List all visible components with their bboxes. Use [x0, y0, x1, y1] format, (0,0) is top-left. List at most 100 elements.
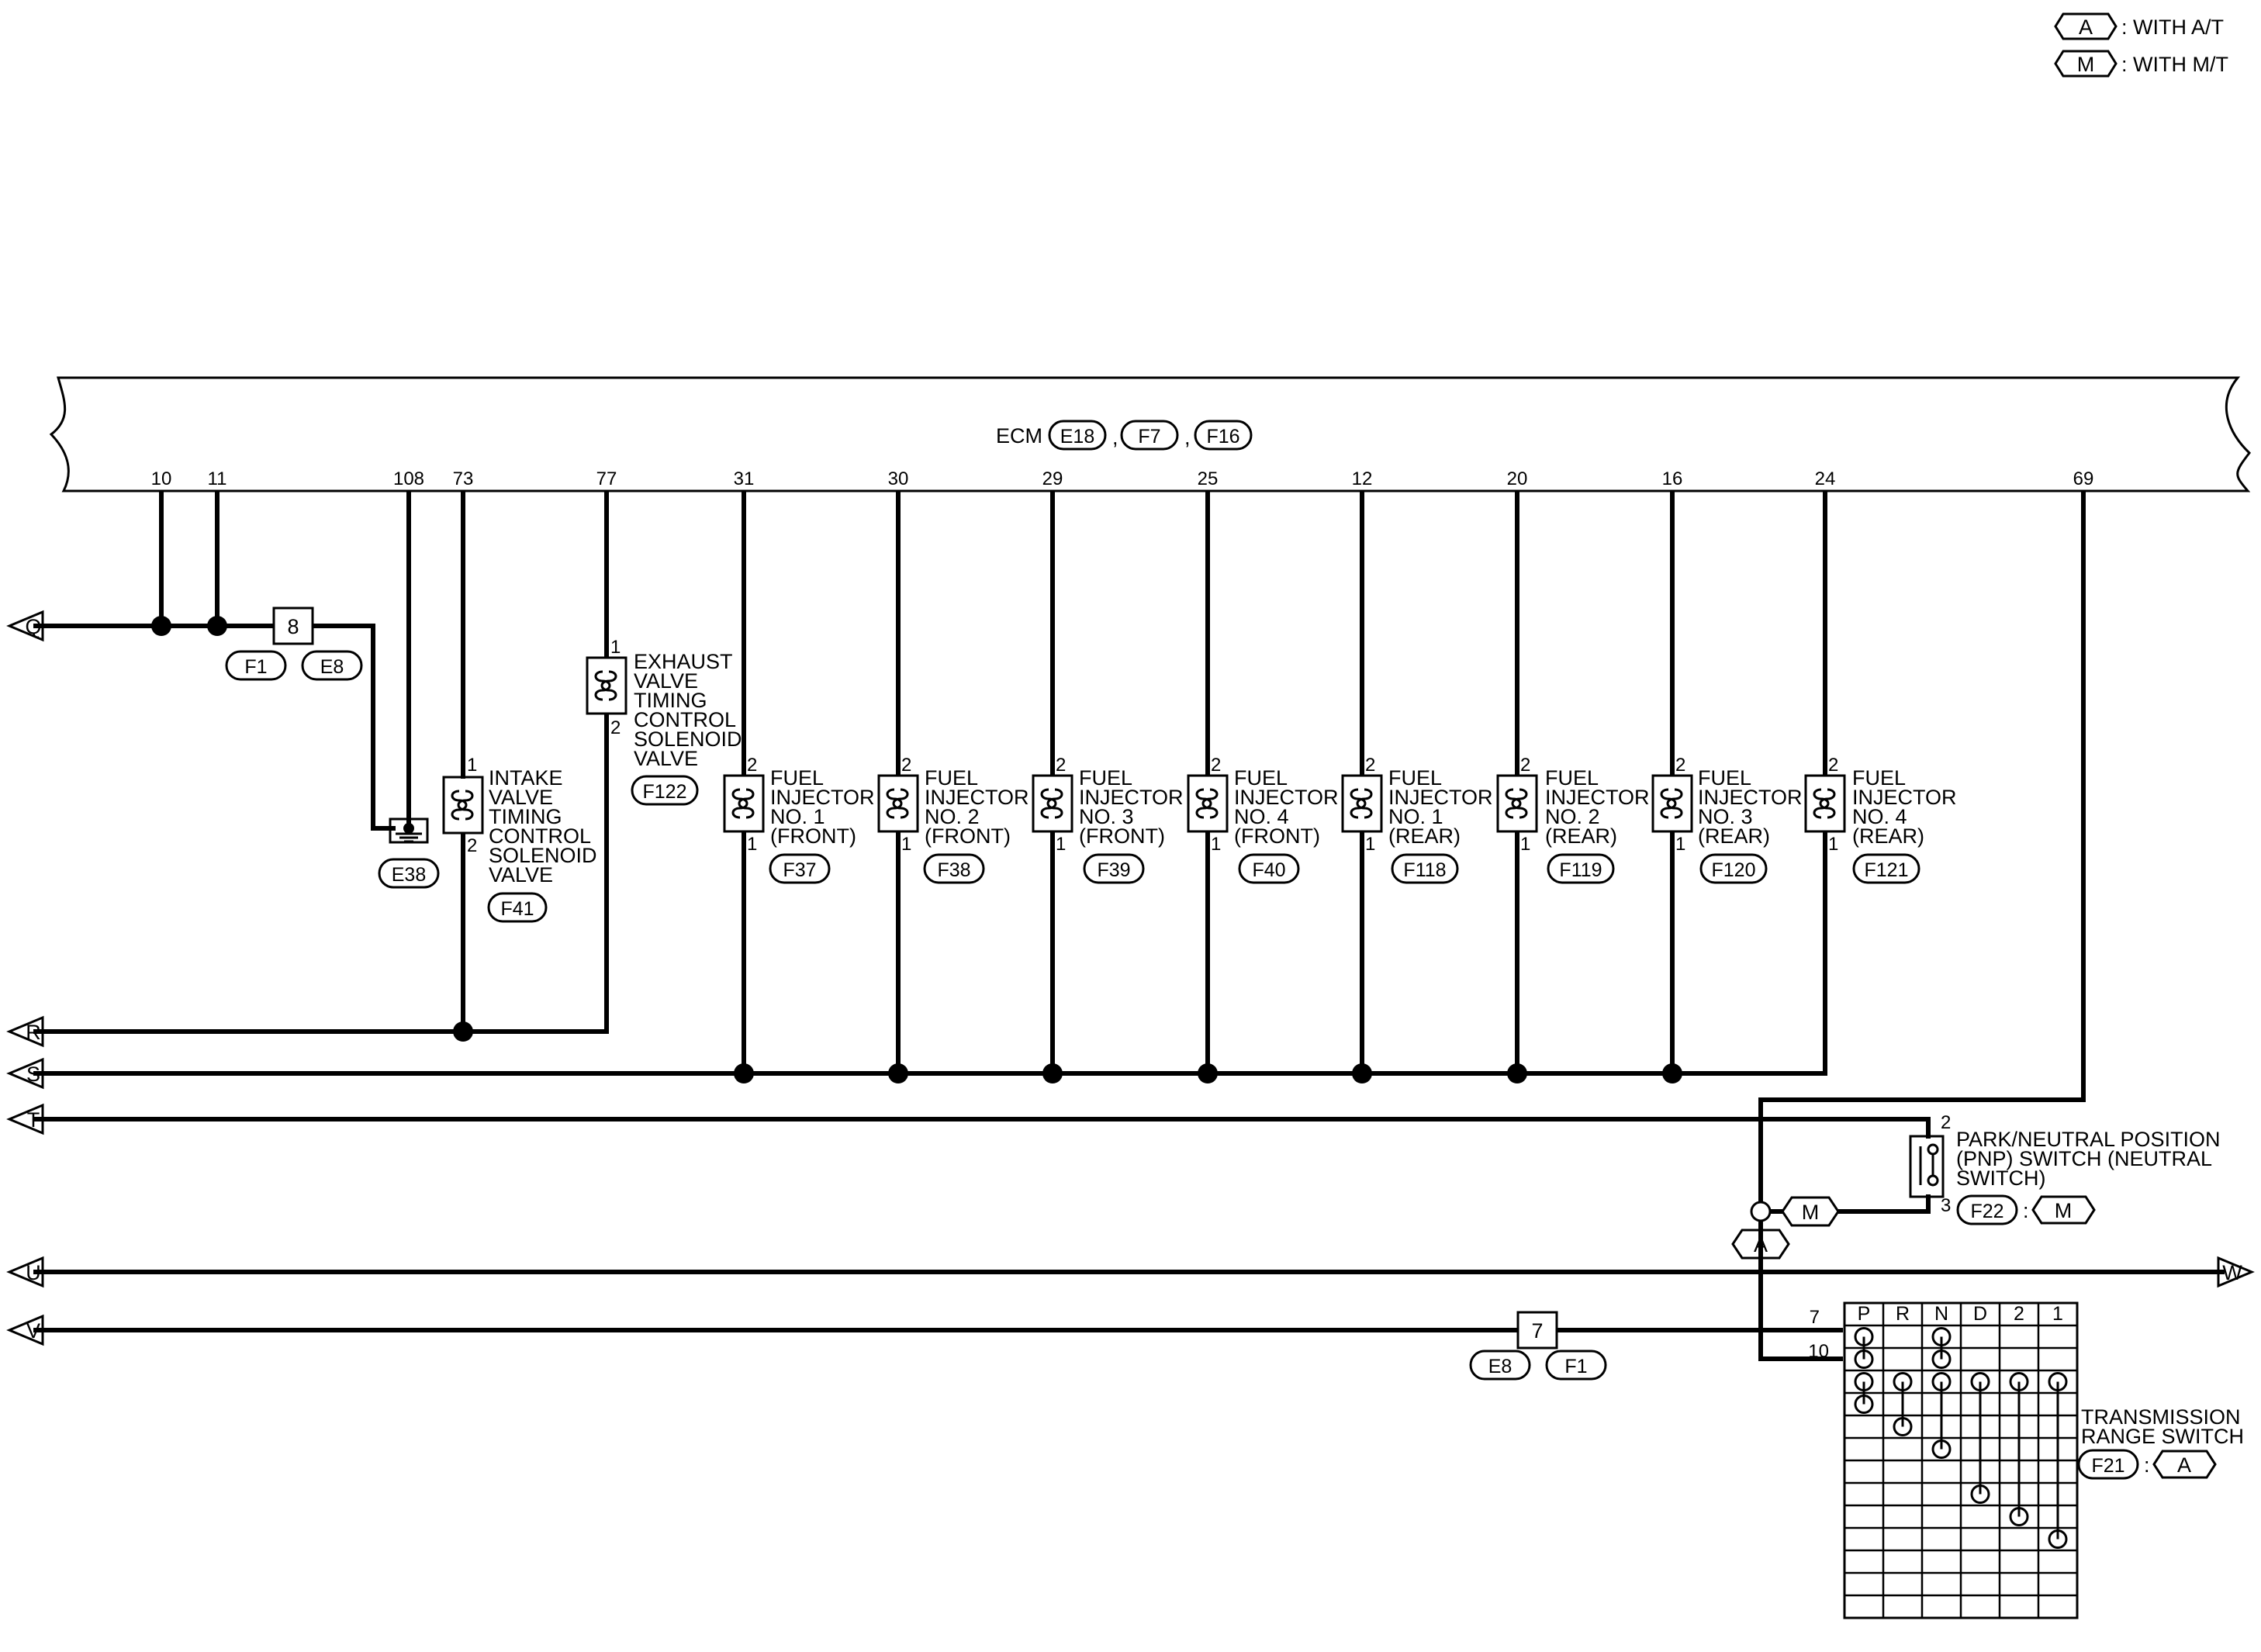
junction-dot [151, 616, 171, 636]
ecm-pin-25: 25 [1198, 468, 1219, 489]
joint-conn-right [1545, 1350, 1607, 1381]
pnp-variant-text: M [2055, 1199, 2073, 1222]
trs-contact-icon [1931, 1439, 1952, 1459]
joint-connector-7: 7 E8 F1 [1469, 1311, 1607, 1381]
junction-dot [1198, 1063, 1218, 1083]
ecm-pin-16: 16 [1662, 468, 1683, 489]
ecm-conn-e18 [1048, 420, 1107, 451]
injector-label-line: FUEL [1698, 766, 1751, 790]
injector-conn-text: F118 [1403, 859, 1446, 881]
injector-conn-text: F119 [1559, 859, 1602, 881]
injector-1-front: 2 1 FUEL INJECTOR NO. 1 (FRONT) F37 [723, 755, 875, 884]
coil-icon [1195, 788, 1219, 819]
port-w-arrow [2217, 1256, 2255, 1288]
intake-pin-bottom: 2 [467, 835, 477, 856]
trs-col-p: P [1858, 1303, 1871, 1325]
ground-conn [378, 858, 440, 889]
intake-label-line: SOLENOID [489, 844, 597, 867]
ecm-conn-e18-text: E18 [1060, 426, 1094, 448]
ecm-pin-29: 29 [1042, 468, 1063, 489]
pnp-conn-sep: : [2023, 1199, 2029, 1222]
joint-conn-left [225, 650, 287, 681]
ecm-pin-73: 73 [453, 468, 474, 489]
branch-node: M A [1731, 1196, 1840, 1260]
ground-conn-text: E38 [392, 864, 426, 886]
intake-label-line: TIMING [489, 805, 562, 828]
trs-col-n: N [1934, 1303, 1948, 1325]
injector-3-rear: 2 1 FUEL INJECTOR NO. 3 (REAR) F120 [1651, 755, 1803, 884]
injector-conn-text: F121 [1865, 859, 1909, 881]
junction-dot [453, 1021, 473, 1042]
exhaust-conn-text: F122 [643, 781, 687, 803]
injector-pin-top: 2 [1675, 755, 1685, 776]
exhaust-pin-top: 1 [610, 637, 621, 658]
ecm-pin-11: 11 [208, 468, 227, 489]
injector-conn-text: F39 [1097, 859, 1130, 881]
joint-conn-left [1469, 1350, 1531, 1381]
port-v-arrow [6, 1314, 44, 1346]
solenoid-box [442, 776, 484, 835]
injector-label-line: (FRONT) [925, 824, 1011, 848]
joint-conn-right-text: E8 [320, 656, 344, 678]
port-s-arrow [6, 1057, 44, 1090]
pnp-terminal [1927, 1174, 1939, 1187]
ecm-conn-f16-text: F16 [1206, 426, 1239, 448]
ecm-conn-f7 [1120, 420, 1179, 451]
injector-conn [923, 853, 985, 884]
trs-contact-icon [2048, 1372, 2068, 1391]
branch-mt-text: M [1802, 1201, 1820, 1224]
wire-s [33, 831, 1827, 1076]
coil-icon [886, 788, 909, 819]
injector-pin-top: 2 [901, 755, 911, 776]
intake-label-line: VALVE [489, 786, 553, 809]
injector-pin-bottom: 1 [1520, 834, 1530, 855]
intake-label-line: CONTROL [489, 824, 591, 848]
ecm-label: ECM [996, 424, 1042, 448]
legend-at-text: : WITH A/T [2121, 16, 2224, 39]
injector-label-line: NO. 3 [1079, 805, 1134, 828]
trs-contact-icon [1854, 1350, 1874, 1369]
coil-icon [594, 670, 617, 701]
port-q-label: Q [25, 615, 41, 638]
joint-connector-8: 8 F1 E8 [225, 607, 363, 681]
legend-mt-symbol [2054, 50, 2118, 78]
junction-dot [207, 616, 227, 636]
injector-label-line: INJECTOR [1852, 786, 1957, 809]
coil-icon [731, 788, 755, 819]
ecm-pin-20: 20 [1507, 468, 1528, 489]
ecm-pin-24: 24 [1815, 468, 1836, 489]
ecm-pin-77: 77 [596, 468, 617, 489]
injector-conn [1852, 853, 1920, 884]
injector-label-line: FUEL [1234, 766, 1288, 790]
injector-label-line: INJECTOR [925, 786, 1029, 809]
injector-label-line: (REAR) [1545, 824, 1617, 848]
injector-conn [769, 853, 831, 884]
joint-conn-left-text: E8 [1488, 1356, 1513, 1377]
intake-conn [487, 892, 548, 923]
injector-pin-bottom: 1 [901, 834, 911, 855]
trs-col-2: 2 [2014, 1303, 2024, 1325]
injector-pin-bottom: 1 [1365, 834, 1375, 855]
injector-label-line: (FRONT) [770, 824, 856, 848]
injector-3-front: 2 1 FUEL INJECTOR NO. 3 (FRONT) F39 [1032, 755, 1184, 884]
port-v-label: V [26, 1319, 40, 1343]
trs-contact-icon [2009, 1507, 2029, 1526]
injector-conn [1547, 853, 1615, 884]
intake-label-line: VALVE [489, 863, 553, 886]
injector-conn [1238, 853, 1300, 884]
wire-r [33, 714, 609, 1034]
trs-variant-tag [2152, 1450, 2217, 1479]
ecm-pin-69: 69 [2073, 468, 2094, 489]
injector-label-line: FUEL [1545, 766, 1599, 790]
ecm-box [49, 376, 2252, 492]
coil-icon [451, 790, 474, 821]
injector-label-line: FUEL [1388, 766, 1442, 790]
injector-conn [1699, 853, 1768, 884]
injector-box [1032, 774, 1073, 833]
junction-dot [1507, 1063, 1527, 1083]
pnp-conn [1956, 1194, 2018, 1225]
trs-contact-icon [1854, 1327, 1874, 1346]
pnp-label-line: PARK/NEUTRAL POSITION [1956, 1128, 2221, 1151]
injector-box [723, 774, 765, 833]
injector-1-rear: 2 1 FUEL INJECTOR NO. 1 (REAR) F118 [1341, 755, 1493, 884]
